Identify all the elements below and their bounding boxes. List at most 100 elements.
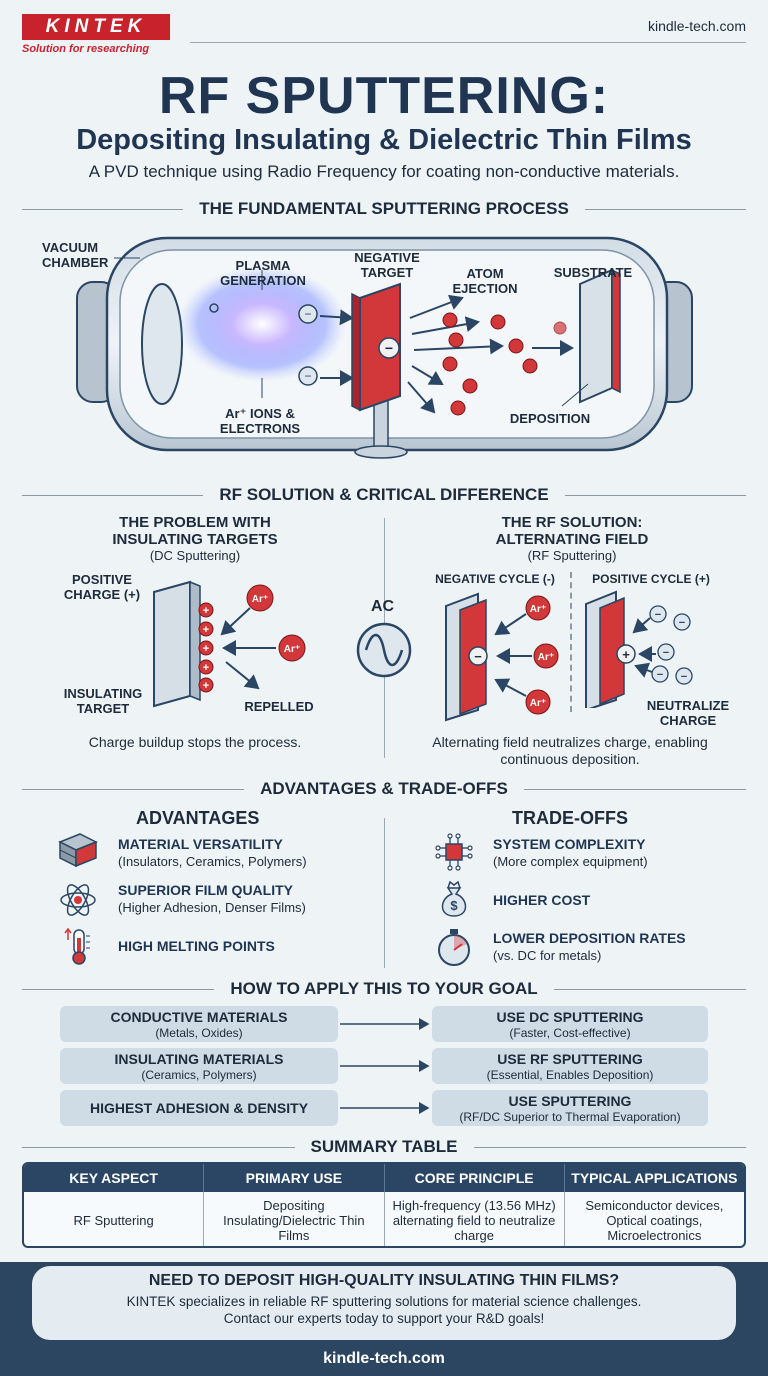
- thermometer-icon: [64, 927, 90, 965]
- svg-text:+: +: [203, 643, 209, 655]
- tradeoffs-divider: [384, 818, 385, 968]
- ac-label: AC: [371, 598, 395, 615]
- svg-text:+: +: [203, 662, 209, 674]
- ion-label-problem-2: Ar⁺: [284, 644, 300, 655]
- sputtering-chamber-diagram: − − −: [76, 236, 693, 459]
- table-header: KEY ASPECT: [24, 1164, 205, 1192]
- ion-label-problem-1: Ar⁺: [252, 594, 268, 605]
- table-cell: High-frequency (13.56 MHz) alternating f…: [385, 1192, 565, 1246]
- goal-section-heading: HOW TO APPLY THIS TO YOUR GOAL: [22, 978, 746, 1000]
- tradeoff-item: LOWER DEPOSITION RATES (vs. DC for metal…: [493, 930, 686, 974]
- svg-text:−: −: [679, 617, 685, 629]
- table-cell: Depositing Insulating/Dielectric Thin Fi…: [204, 1192, 385, 1246]
- goal-recommendation-box: USE RF SPUTTERING (Essential, Enables De…: [432, 1048, 708, 1084]
- ion-label-neg-3: Ar⁺: [530, 698, 546, 709]
- tradeoff-detail: (More complex equipment): [493, 854, 648, 869]
- goal-condition-box: CONDUCTIVE MATERIALS (Metals, Oxides): [60, 1006, 338, 1042]
- cycle-divider: [570, 572, 572, 712]
- table-row: RF Sputtering Depositing Insulating/Diel…: [24, 1192, 744, 1246]
- tradeoff-title: LOWER DEPOSITION RATES: [493, 930, 686, 946]
- svg-text:−: −: [681, 671, 687, 683]
- process-section-heading: THE FUNDAMENTAL SPUTTERING PROCESS: [22, 198, 747, 220]
- problem-title: THE PROBLEM WITH INSULATING TARGETS: [112, 514, 278, 548]
- logo-tagline: Solution for researching: [22, 43, 150, 55]
- positive-cycle-diagram: + −−−−−: [585, 590, 693, 708]
- substrate-label: SUBSTRATE: [553, 265, 633, 280]
- svg-text:+: +: [203, 680, 209, 692]
- plasma-glow: [177, 266, 347, 382]
- solution-caption: Alternating field neutralizes charge, en…: [432, 734, 708, 767]
- goal-recommendation: USE RF SPUTTERING: [497, 1050, 643, 1067]
- money-bag-icon: $: [441, 880, 467, 917]
- ions-electrons-label: Ar⁺ IONS & ELECTRONS: [219, 406, 301, 436]
- ac-wave-icon: [356, 622, 412, 678]
- atom-icon: [60, 884, 96, 916]
- atom-ejection-label: ATOM EJECTION: [452, 266, 518, 296]
- rf-heading: RF SOLUTION & CRITICAL DIFFERENCE: [219, 485, 549, 504]
- page-subtitle: Depositing Insulating & Dielectric Thin …: [76, 124, 692, 156]
- tradeoffs-section-heading: ADVANTAGES & TRADE-OFFS: [22, 778, 747, 800]
- insulating-target-diagram: + + + + + Ar⁺ Ar⁺: [153, 580, 306, 708]
- goal-recommendation-box: USE DC SPUTTERING (Faster, Cost-effectiv…: [432, 1006, 708, 1042]
- svg-text:−: −: [657, 669, 663, 681]
- deposition-label: DEPOSITION: [509, 411, 591, 426]
- stopwatch-icon: [438, 929, 470, 966]
- tradeoff-item: HIGHER COST: [493, 892, 590, 936]
- positive-cycle-label: POSITIVE CYCLE (+): [592, 572, 710, 586]
- cta-banner[interactable]: NEED TO DEPOSIT HIGH-QUALITY INSULATING …: [32, 1266, 736, 1340]
- goal-condition-box: INSULATING MATERIALS (Ceramics, Polymers…: [60, 1048, 338, 1084]
- goal-recommendation: USE SPUTTERING: [508, 1092, 632, 1109]
- tradeoff-title: HIGHER COST: [493, 892, 591, 908]
- svg-text:+: +: [622, 647, 630, 662]
- substrate: [579, 268, 613, 404]
- tradeoff-detail: (vs. DC for metals): [493, 948, 602, 963]
- site-link-top[interactable]: kindle-tech.com: [647, 18, 746, 34]
- table-cell: Semiconductor devices, Optical coatings,…: [585, 1197, 724, 1243]
- solution-subtitle: (RF Sputtering): [527, 548, 617, 563]
- summary-table: KEY ASPECT PRIMARY USE CORE PRINCIPLE TY…: [22, 1162, 746, 1248]
- logo-text: KINTEK: [22, 14, 170, 40]
- page-title: RF SPUTTERING:: [158, 67, 610, 125]
- header-divider: [190, 42, 746, 43]
- positive-charge-label: POSITIVE CHARGE (+): [63, 572, 141, 602]
- negative-cycle-label: NEGATIVE CYCLE (-): [435, 572, 555, 586]
- ion-label-neg-1: Ar⁺: [530, 604, 546, 615]
- advantage-title: SUPERIOR FILM QUALITY: [118, 882, 293, 898]
- goal-recommendation-box: USE SPUTTERING (RF/DC Superior to Therma…: [432, 1090, 708, 1126]
- goal-condition-box: HIGHEST ADHESION & DENSITY: [60, 1090, 338, 1126]
- goal-recommendation-detail: (Faster, Cost-effective): [509, 1025, 631, 1040]
- svg-text:−: −: [663, 647, 669, 659]
- goal-recommendation-detail: (RF/DC Superior to Thermal Evaporation): [459, 1109, 681, 1124]
- solution-title: THE RF SOLUTION: ALTERNATING FIELD: [495, 514, 649, 548]
- svg-text:−: −: [304, 369, 311, 383]
- table-header: TYPICAL APPLICATIONS: [571, 1170, 738, 1186]
- problem-caption: Charge buildup stops the process.: [88, 734, 302, 750]
- process-heading: THE FUNDAMENTAL SPUTTERING PROCESS: [199, 199, 569, 218]
- goal-arrows: [340, 1018, 430, 1114]
- rf-section-heading: RF SOLUTION & CRITICAL DIFFERENCE: [22, 484, 747, 506]
- goal-condition-detail: (Metals, Oxides): [155, 1025, 243, 1040]
- table-header-row: KEY ASPECT PRIMARY USE CORE PRINCIPLE TY…: [24, 1164, 744, 1192]
- plasma-generation-label: PLASMA GENERATION: [220, 258, 306, 288]
- ejected-atoms: [442, 312, 567, 416]
- table-header: PRIMARY USE: [204, 1164, 385, 1192]
- advantage-item: HIGH MELTING POINTS: [118, 938, 275, 982]
- goal-recommendation-detail: (Essential, Enables Deposition): [486, 1067, 654, 1082]
- svg-text:+: +: [203, 605, 209, 617]
- problem-subtitle: (DC Sputtering): [149, 548, 241, 563]
- svg-text:+: +: [203, 624, 209, 636]
- advantages-title: ADVANTAGES: [136, 808, 260, 828]
- kintek-logo[interactable]: KINTEK Solution for researching: [22, 14, 172, 62]
- svg-text:−: −: [385, 340, 393, 356]
- summary-heading: SUMMARY TABLE: [310, 1137, 458, 1156]
- negative-cycle-diagram: − Ar⁺ Ar⁺ Ar⁺: [445, 592, 559, 722]
- advantage-item: SUPERIOR FILM QUALITY (Higher Adhesion, …: [118, 882, 306, 926]
- svg-text:$: $: [450, 898, 458, 913]
- tradeoff-title: SYSTEM COMPLEXITY: [493, 836, 646, 852]
- svg-text:−: −: [304, 307, 311, 321]
- site-link-bottom[interactable]: kindle-tech.com: [323, 1350, 445, 1367]
- advantage-item: MATERIAL VERSATILITY (Insulators, Cerami…: [118, 836, 307, 880]
- advantage-detail: (Insulators, Ceramics, Polymers): [118, 854, 307, 869]
- ion-label-neg-2: Ar⁺: [538, 652, 554, 663]
- advantage-title: MATERIAL VERSATILITY: [118, 836, 283, 852]
